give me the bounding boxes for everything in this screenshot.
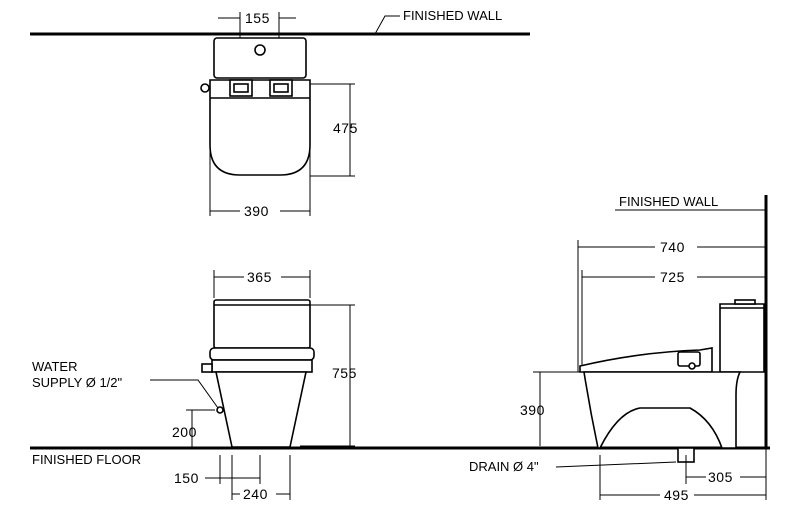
finished-wall-label-top: FINISHED WALL [403, 8, 502, 23]
flush-button-side [734, 299, 756, 305]
top-wall-leader [374, 15, 400, 35]
supply-valve-front [201, 363, 213, 373]
tank-side-view [719, 303, 765, 373]
dim-755: 755 [332, 365, 357, 381]
floor: FINISHED FLOOR [30, 446, 770, 467]
bowl-side-view [583, 371, 742, 449]
dim-150: 150 [174, 470, 199, 486]
bidet-knob [688, 362, 696, 370]
front-view: 365 755 WATER SUPPLY Ø 1/2" 200 150 [32, 269, 357, 502]
dim-365: 365 [247, 269, 272, 285]
hinge-left-inner [233, 83, 249, 93]
drain-label: DRAIN Ø 4" [469, 459, 539, 474]
seat-front-view [209, 347, 315, 361]
dim-740: 740 [660, 239, 685, 255]
bowl-front-view [215, 371, 307, 448]
water-supply-label-1: WATER [32, 359, 78, 374]
dim-725: 725 [660, 269, 685, 285]
supply-point [216, 406, 224, 414]
dim-390-side: 390 [520, 402, 545, 418]
tank-top-view [213, 37, 307, 79]
finished-wall-label-side: FINISHED WALL [619, 194, 718, 209]
dim-475: 475 [333, 120, 358, 136]
supply-valve-top [200, 83, 210, 93]
water-supply-leader [150, 379, 219, 409]
side-view: FINISHED WALL 740 725 390 DRAIN Ø 4" [469, 194, 768, 503]
seat-top-view [209, 79, 311, 176]
seat-base-front [211, 359, 313, 373]
dim-305: 305 [708, 469, 733, 485]
finished-floor-label: FINISHED FLOOR [32, 452, 141, 467]
dim-200: 200 [172, 424, 197, 440]
tank-front-view [213, 299, 311, 349]
dim-240: 240 [243, 486, 268, 502]
top-view: FINISHED WALL 155 475 390 [30, 8, 530, 219]
water-supply-label-2: SUPPLY Ø 1/2" [32, 375, 123, 390]
dim-495: 495 [664, 487, 689, 503]
drain-leader [555, 461, 677, 468]
dim-390-top: 390 [244, 203, 269, 219]
hinge-right-inner [273, 83, 289, 93]
dim-155: 155 [245, 10, 270, 26]
flush-button-top [254, 44, 266, 56]
